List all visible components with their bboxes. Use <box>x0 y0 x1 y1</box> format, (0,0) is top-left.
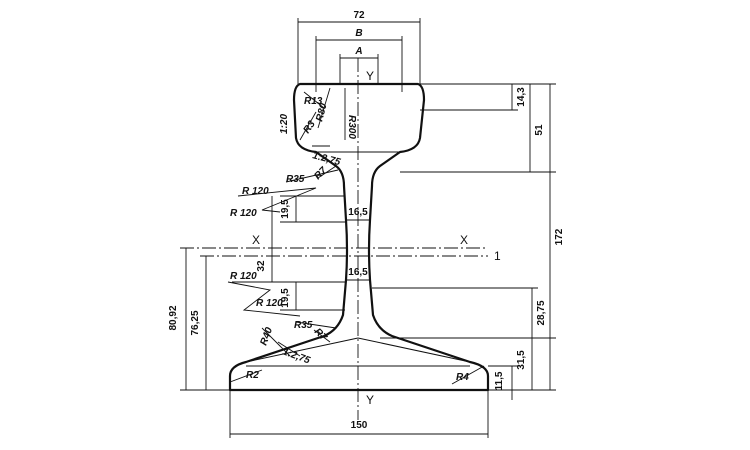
leader-slope-lower <box>277 341 301 357</box>
r80-label: R80 <box>314 102 329 123</box>
slope-1-20-label: 1:20 <box>279 114 290 134</box>
leader-r4 <box>451 365 485 385</box>
dim-80-92-label: 80,92 <box>168 305 179 330</box>
leader-r13 <box>303 91 325 109</box>
dim-28-75-label: 28,75 <box>536 300 547 325</box>
r7-upper-label: R7 <box>312 165 329 182</box>
leader-r40 <box>261 327 291 357</box>
r35-upper-label: R35 <box>286 174 305 185</box>
leader-r120-upper-zigzag <box>237 187 317 213</box>
leader-r35-lower <box>295 321 337 329</box>
dim-b-label: B <box>355 28 362 39</box>
leader-r7-upper <box>317 165 337 179</box>
dim-51-label: 51 <box>534 124 545 136</box>
leader-r80 <box>317 87 331 129</box>
r13-label: R13 <box>304 96 323 107</box>
r120-d-label: R 120 <box>256 298 283 309</box>
r120-b-label: R 120 <box>230 208 257 219</box>
leader-r2 <box>229 369 263 383</box>
base-slope-left <box>245 337 359 363</box>
leader-r35-upper <box>285 169 339 183</box>
r35-lower-label: R35 <box>294 320 313 331</box>
leader-r7-lower <box>313 329 331 343</box>
axis-y-top-label: Y <box>366 69 374 83</box>
r7-lower-label: R7 <box>312 326 329 343</box>
dim-150-label: 150 <box>351 420 368 431</box>
dim-76-25-label: 76,25 <box>190 310 201 335</box>
leader-r120-lower-zigzag <box>227 281 301 317</box>
dim-31-5-label: 31,5 <box>516 350 527 370</box>
slope-lower-label: 1:2,75 <box>281 346 312 366</box>
r120-c-label: R 120 <box>230 271 257 282</box>
web-lower-label: 16,5 <box>348 267 368 278</box>
leader-r3 <box>299 111 317 141</box>
dim-72-label: 72 <box>353 10 365 21</box>
dim-14-3-label: 14,3 <box>516 87 527 107</box>
axis-y-bottom-label: Y <box>366 393 374 407</box>
dim-11-5-label: 11,5 <box>494 371 505 390</box>
axis-x-right-label: X <box>460 233 468 247</box>
r40-label: R40 <box>258 326 275 347</box>
dim-172-label: 172 <box>554 228 565 245</box>
dim-19-5-upper-label: 19,5 <box>280 199 291 219</box>
r4-label: R4 <box>456 372 469 383</box>
dim-19-5-lower-label: 19,5 <box>280 288 291 308</box>
web-upper-label: 16,5 <box>348 207 368 218</box>
dim-32-label: 32 <box>256 260 267 272</box>
base-slope-right <box>357 337 471 363</box>
r300-label: R300 <box>346 115 357 139</box>
dim-a-label: A <box>354 46 362 57</box>
axis-1-label: 1 <box>494 249 501 263</box>
slope-upper-label: 1:2,75 <box>311 150 342 168</box>
r2-label: R2 <box>246 370 259 381</box>
r120-a-label: R 120 <box>242 186 269 197</box>
axis-x-left-label: X <box>252 233 260 247</box>
